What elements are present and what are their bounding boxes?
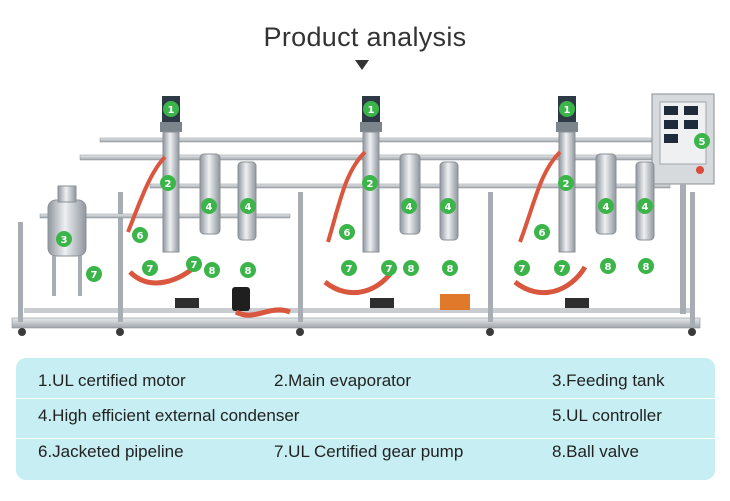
badge-7: 7 <box>554 260 570 276</box>
badge-2: 2 <box>362 175 378 191</box>
legend-item-condenser: 4.High efficient external condenser <box>38 406 300 425</box>
svg-text:4: 4 <box>206 202 213 213</box>
badge-8: 8 <box>442 260 458 276</box>
badge-4: 4 <box>401 198 417 214</box>
jacketed-hose <box>234 307 291 318</box>
svg-text:4: 4 <box>245 202 252 213</box>
badge-6: 6 <box>534 224 550 240</box>
badge-8: 8 <box>204 262 220 278</box>
svg-text:8: 8 <box>643 262 650 273</box>
badge-7: 7 <box>341 260 357 276</box>
legend-divider <box>16 398 715 399</box>
badge-8: 8 <box>638 258 654 274</box>
svg-text:8: 8 <box>209 266 216 277</box>
top-pipes <box>39 137 681 219</box>
legend-divider <box>16 438 715 439</box>
svg-text:2: 2 <box>563 179 570 190</box>
svg-text:6: 6 <box>539 228 546 239</box>
badge-4: 4 <box>637 198 653 214</box>
svg-text:7: 7 <box>346 264 353 275</box>
base-rail <box>24 308 694 313</box>
badge-7: 7 <box>86 266 102 282</box>
svg-text:8: 8 <box>605 262 612 273</box>
legend-item-gear-pump: 7.UL Certified gear pump <box>274 442 464 461</box>
svg-text:6: 6 <box>344 228 351 239</box>
svg-text:1: 1 <box>564 105 571 116</box>
evaporator-unit-3 <box>513 96 655 308</box>
legend-item-controller: 5.UL controller <box>552 406 662 425</box>
svg-text:4: 4 <box>603 202 610 213</box>
svg-text:1: 1 <box>368 105 375 116</box>
badge-1: 1 <box>163 101 179 117</box>
badge-markers: 1 1 1 2 2 2 3 4 4 4 4 4 4 5 6 6 6 7 7 7 … <box>56 101 710 282</box>
svg-text:2: 2 <box>165 179 172 190</box>
svg-text:1: 1 <box>168 105 175 116</box>
svg-text:2: 2 <box>367 179 374 190</box>
badge-7: 7 <box>381 260 397 276</box>
equipment-illustration: 1 1 1 2 2 2 3 4 4 4 4 4 4 5 6 6 6 7 7 7 … <box>11 93 715 336</box>
badge-7: 7 <box>514 260 530 276</box>
arrow-down-icon <box>355 60 369 70</box>
page-title: Product analysis <box>263 22 467 52</box>
pump-motor <box>232 287 250 311</box>
legend-panel: 1.UL certified motor 2.Main evaporator 3… <box>16 358 715 480</box>
wheels <box>18 328 696 336</box>
badge-4: 4 <box>201 198 217 214</box>
svg-text:8: 8 <box>447 264 454 275</box>
badge-3: 3 <box>56 231 72 247</box>
badge-7: 7 <box>186 256 202 272</box>
svg-text:7: 7 <box>91 270 98 281</box>
svg-text:4: 4 <box>406 202 413 213</box>
badge-7: 7 <box>142 260 158 276</box>
badge-4: 4 <box>440 198 456 214</box>
badge-8: 8 <box>240 262 256 278</box>
svg-text:7: 7 <box>147 264 154 275</box>
svg-text:5: 5 <box>699 137 706 148</box>
svg-text:7: 7 <box>519 264 526 275</box>
badge-4: 4 <box>598 198 614 214</box>
controller-cabinet <box>651 93 715 314</box>
badge-4: 4 <box>240 198 256 214</box>
legend-item-motor: 1.UL certified motor <box>38 371 186 390</box>
svg-text:7: 7 <box>386 264 393 275</box>
badge-2: 2 <box>160 175 176 191</box>
badge-6: 6 <box>339 224 355 240</box>
svg-text:7: 7 <box>191 260 198 271</box>
legend-item-feeding-tank: 3.Feeding tank <box>552 371 665 390</box>
svg-text:8: 8 <box>408 264 415 275</box>
svg-text:3: 3 <box>61 235 68 246</box>
base-frame <box>11 317 701 329</box>
svg-text:8: 8 <box>245 266 252 277</box>
badge-5: 5 <box>694 133 710 149</box>
badge-6: 6 <box>132 227 148 243</box>
svg-text:6: 6 <box>137 231 144 242</box>
legend-item-evaporator: 2.Main evaporator <box>274 371 412 390</box>
badge-2: 2 <box>558 175 574 191</box>
svg-text:4: 4 <box>445 202 452 213</box>
badge-8: 8 <box>600 258 616 274</box>
legend-item-ball-valve: 8.Ball valve <box>552 442 639 461</box>
badge-1: 1 <box>363 101 379 117</box>
legend-item-pipeline: 6.Jacketed pipeline <box>38 442 184 461</box>
evaporator-unit-1 <box>126 96 257 308</box>
frame-legs <box>18 192 695 327</box>
badge-8: 8 <box>403 260 419 276</box>
svg-text:7: 7 <box>559 264 566 275</box>
svg-text:4: 4 <box>642 202 649 213</box>
badge-1: 1 <box>559 101 575 117</box>
